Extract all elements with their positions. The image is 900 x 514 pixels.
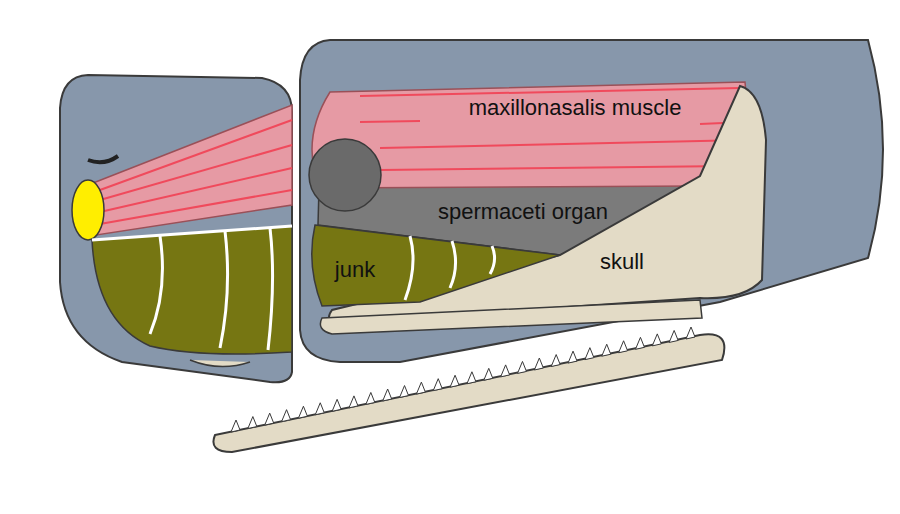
tooth <box>467 372 476 384</box>
tooth <box>332 399 341 411</box>
junk-slice <box>92 226 292 354</box>
tooth <box>282 410 291 422</box>
muscle-slice-fibres <box>100 120 292 224</box>
tooth <box>349 396 358 408</box>
tooth <box>248 417 257 429</box>
front-slice <box>60 75 292 382</box>
tooth <box>400 386 409 398</box>
tooth <box>315 403 324 415</box>
junk-main <box>312 225 560 306</box>
tooth <box>551 355 560 367</box>
tooth <box>669 330 678 342</box>
part-label: spermaceti organ <box>438 200 608 224</box>
muscle-slice <box>88 105 292 236</box>
tooth <box>501 365 510 377</box>
part-label: skull <box>600 250 644 274</box>
tooth <box>433 379 442 391</box>
tooth <box>652 334 661 346</box>
head-body <box>300 40 883 362</box>
lips-marker <box>72 180 104 240</box>
tooth <box>383 389 392 401</box>
tooth <box>265 413 274 425</box>
tooth <box>585 348 594 360</box>
tooth <box>231 420 240 432</box>
tooth <box>534 358 543 370</box>
tooth <box>517 361 526 373</box>
muscle-fibres <box>360 88 746 170</box>
tooth <box>568 351 577 363</box>
part-label: maxillonasalis muscle <box>469 96 682 120</box>
tooth <box>686 327 695 339</box>
teeth <box>231 327 695 432</box>
tooth <box>416 382 425 394</box>
upper-jaw <box>320 300 702 334</box>
tooth <box>484 368 493 380</box>
eye-mark <box>88 156 118 162</box>
part-label: junk <box>335 258 375 282</box>
junk-lines <box>405 236 495 300</box>
tooth <box>635 337 644 349</box>
junk-slice-lines <box>92 226 292 350</box>
tooth <box>602 344 611 356</box>
tooth <box>619 341 628 353</box>
tooth <box>450 375 459 387</box>
slice-jaw <box>190 360 250 367</box>
tooth <box>366 392 375 404</box>
organ-end <box>309 139 381 211</box>
tooth <box>298 406 307 418</box>
